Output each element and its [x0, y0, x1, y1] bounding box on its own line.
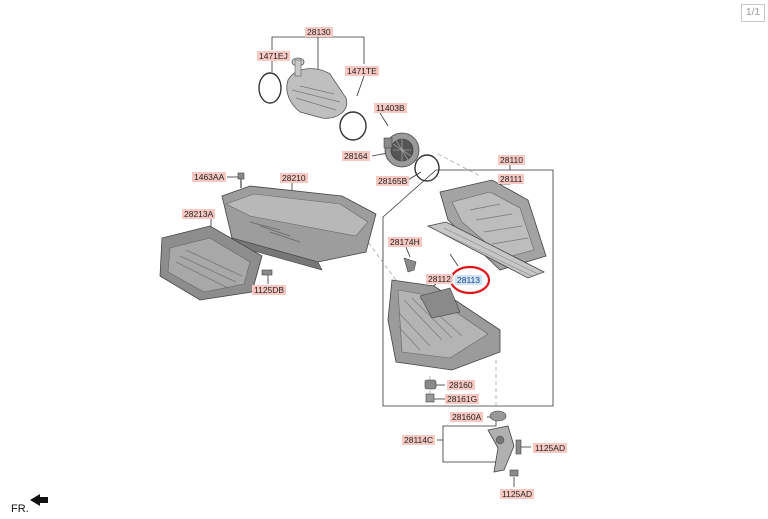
front-arrow-icon	[30, 494, 48, 506]
part-label-28110[interactable]: 28110	[498, 155, 526, 165]
part-label-1125ad-lower[interactable]: 1125AD	[500, 489, 535, 499]
part-label-1471te[interactable]: 1471TE	[345, 66, 379, 76]
part-label-28161g[interactable]: 28161G	[445, 394, 480, 404]
front-marker: FR.	[11, 503, 29, 515]
part-label-28114c[interactable]: 28114C	[402, 435, 436, 445]
part-label-28210[interactable]: 28210	[280, 173, 308, 183]
part-label-28112[interactable]: 28112	[426, 274, 454, 284]
part-label-28174h[interactable]: 28174H	[388, 237, 422, 247]
part-label-11403b[interactable]: 11403B	[374, 103, 407, 113]
part-label-28111[interactable]: 28111	[498, 174, 525, 184]
part-label-1125ad-upper[interactable]: 1125AD	[533, 443, 568, 453]
part-label-28160a[interactable]: 28160A	[450, 412, 484, 422]
part-label-1125db[interactable]: 1125DB	[252, 285, 287, 295]
part-label-28213a[interactable]: 28213A	[182, 209, 216, 219]
part-label-28164[interactable]: 28164	[342, 151, 370, 161]
part-label-28113-selected[interactable]: 28113	[455, 275, 483, 285]
part-label-1463aa[interactable]: 1463AA	[192, 172, 227, 182]
part-label-1471ej[interactable]: 1471EJ	[257, 51, 290, 61]
part-label-28160[interactable]: 28160	[447, 380, 475, 390]
part-label-28165b[interactable]: 28165B	[376, 176, 410, 186]
part-label-28130[interactable]: 28130	[305, 27, 333, 37]
page-indicator: 1/1	[741, 4, 765, 22]
